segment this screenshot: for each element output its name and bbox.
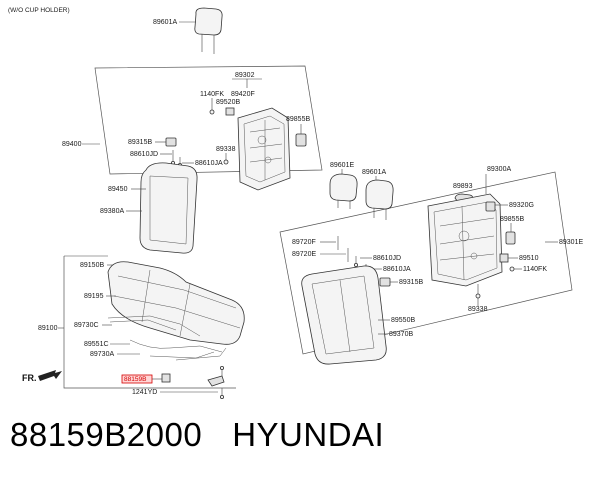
label-89420F: 89420F (231, 91, 255, 98)
label-89315B-right: 89315B (399, 279, 423, 286)
label-89100: 89100 (38, 325, 58, 332)
label-89855B-left: 89855B (286, 116, 310, 123)
label-89510: 89510 (519, 255, 539, 262)
header-note: (W/O CUP HOLDER) (8, 7, 70, 14)
right-back-cushion (301, 265, 387, 365)
label-89601A-left: 89601A (153, 19, 177, 26)
label-89893: 89893 (453, 183, 473, 190)
label-89195: 89195 (84, 293, 104, 300)
label-89300A: 89300A (487, 166, 511, 173)
part-caption: 88159B2000 HYUNDAI (10, 416, 384, 454)
label-89338-left: 89338 (216, 146, 236, 153)
front-direction-arrow: FR. (22, 370, 62, 383)
label-89601A-right: 89601A (362, 169, 386, 176)
label-89730A: 89730A (90, 351, 114, 358)
label-88610JD-right: 88610JD (373, 255, 401, 262)
label-89320G: 89320G (509, 202, 534, 209)
label-89338-right: 89338 (468, 306, 488, 313)
label-89150B: 89150B (80, 262, 104, 269)
left-seatback-group: 89601A 89302 1140FK 89420F 89520B 89855B (62, 7, 323, 254)
seat-cushion-group: 89150B 89195 89100 89730C 89551C 89730A (38, 255, 245, 399)
label-89730C: 89730C (74, 322, 99, 329)
label-1241YD: 1241YD (132, 389, 157, 396)
seat-cushion (107, 261, 245, 345)
label-89301E: 89301E (559, 239, 583, 246)
right-headrest-b (365, 179, 394, 220)
label-89855B-right: 89855B (500, 216, 524, 223)
left-back-frame (237, 107, 291, 191)
label-fr: FR. (22, 373, 37, 383)
left-headrest (194, 7, 223, 54)
label-89370B: 89370B (389, 331, 413, 338)
label-88159B: 88159B (124, 376, 146, 383)
label-89551C: 89551C (84, 341, 109, 348)
label-88610JA-left: 88610JA (195, 160, 223, 167)
right-seatback-group: 89601E 89601A 89300A 89893 89320G 89855B (279, 162, 583, 365)
label-89601E: 89601E (330, 162, 354, 169)
left-back-cushion (139, 162, 198, 254)
right-seatback-box (279, 171, 573, 355)
arrow-icon (38, 370, 62, 381)
label-89720E: 89720E (292, 251, 316, 258)
label-88610JA-right: 88610JA (383, 266, 411, 273)
right-headrest-a (329, 173, 358, 209)
label-89302: 89302 (235, 72, 255, 79)
label-1140FK-right: 1140FK (523, 266, 547, 273)
label-89550B: 89550B (391, 317, 415, 324)
brand-name: HYUNDAI (232, 416, 385, 453)
label-88610JD-left: 88610JD (130, 151, 158, 158)
label-89380A: 89380A (100, 208, 124, 215)
right-back-frame (427, 193, 503, 287)
label-89520B: 89520B (216, 99, 240, 106)
label-89315B-left: 89315B (128, 139, 152, 146)
label-1140FK-left: 1140FK (200, 91, 224, 98)
label-89450: 89450 (108, 186, 128, 193)
label-89400: 89400 (62, 141, 82, 148)
part-number: 88159B2000 (10, 416, 203, 453)
left-seatback-box (94, 65, 323, 175)
label-89720F: 89720F (292, 239, 316, 246)
